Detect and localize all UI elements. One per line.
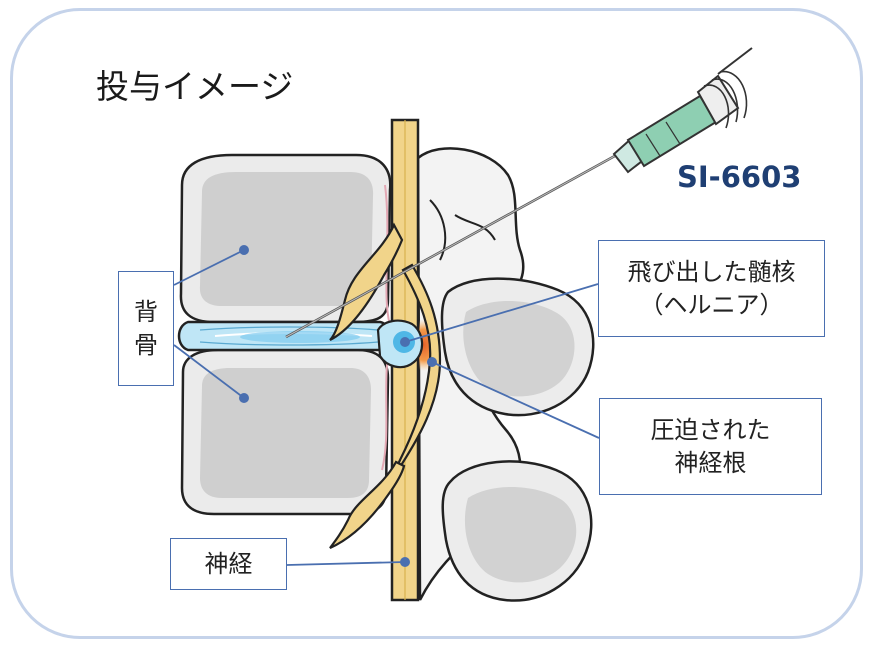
injection-needle (285, 47, 753, 339)
label-spine: 背 骨 (118, 271, 174, 386)
label-nerve: 神経 (170, 538, 287, 590)
drug-label: SI-6603 (677, 160, 802, 194)
label-hernia-line-2: （ヘルニア） (639, 290, 784, 319)
label-hernia-line-1: 飛び出した髄核 (627, 258, 796, 287)
label-root-line-1: 圧迫された (650, 416, 771, 445)
label-compressed-root: 圧迫された 神経根 (599, 398, 822, 495)
label-herniated-nucleus: 飛び出した髄核 （ヘルニア） (598, 240, 825, 337)
intervertebral-disc (177, 320, 391, 352)
diagram-title: 投与イメージ (96, 67, 294, 106)
nerve-root-lower (329, 460, 406, 550)
nerve-root-upper (329, 222, 404, 341)
facet-upper (440, 277, 595, 417)
label-root-line-2: 神経根 (674, 448, 747, 477)
herniated-nucleus (376, 319, 424, 369)
facet-lower (441, 460, 593, 602)
label-spine-line-2: 骨 (134, 330, 158, 359)
leader-lines (173, 249, 600, 566)
vertebra-upper (179, 153, 392, 324)
label-spine-line-1: 背 (134, 298, 158, 327)
